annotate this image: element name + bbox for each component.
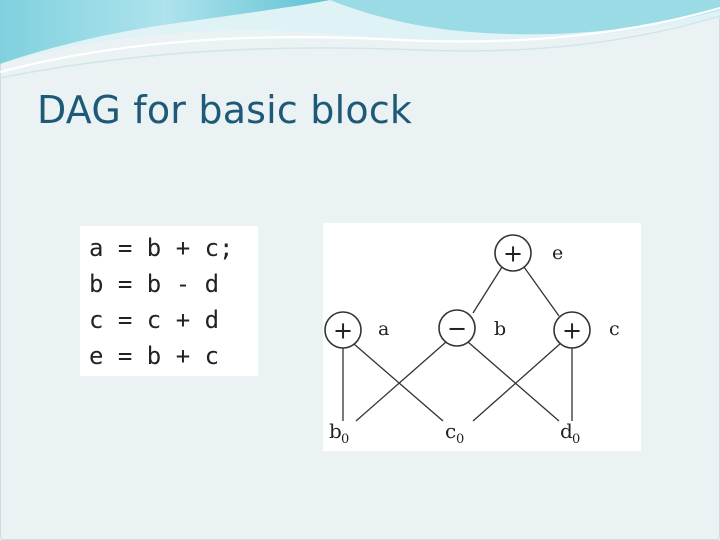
dag-graph: + e + a − b + c b 0 c 0	[324, 234, 620, 447]
dag-leaf-b0-name: b	[329, 419, 342, 443]
edge-root-right	[523, 266, 560, 317]
code-block: a = b + c; b = b - d c = c + d e = b + c	[80, 226, 258, 376]
code-line-2: b = b - d	[89, 270, 220, 298]
dag-node-root: + e	[494, 234, 563, 272]
dag-leaf-b0: b 0	[329, 419, 349, 447]
dag-node-right-op: +	[562, 317, 582, 345]
dag-node-root-op: +	[503, 240, 523, 268]
dag-leaf-d0-subscript: 0	[572, 432, 580, 447]
dag-node-right-label: c	[609, 318, 620, 340]
dag-node-middle-label: b	[494, 318, 506, 340]
dag-leaf-d0-name: d	[560, 419, 573, 443]
dag-leaf-c0-subscript: 0	[456, 432, 464, 447]
edge-middle-d0	[467, 341, 560, 422]
slide-title: DAG for basic block	[37, 88, 413, 132]
edge-left-c0	[353, 343, 444, 422]
dag-node-left-label: a	[378, 318, 389, 340]
code-line-1: a = b + c;	[89, 234, 234, 262]
dag-leaf-b0-subscript: 0	[341, 432, 349, 447]
dag-node-right: + c	[553, 311, 620, 349]
edge-middle-b0	[355, 341, 447, 422]
dag-diagram: + e + a − b + c b 0 c 0	[323, 223, 641, 451]
dag-leaf-c0-name: c	[445, 419, 456, 443]
dag-leaf-d0: d 0	[560, 419, 580, 447]
code-line-4: e = b + c	[89, 342, 220, 370]
dag-node-left: + a	[324, 311, 389, 349]
dag-leaf-c0: c 0	[445, 419, 464, 447]
edge-root-left	[472, 266, 503, 314]
code-line-3: c = c + d	[89, 306, 220, 334]
dag-node-left-op: +	[333, 317, 353, 345]
dag-node-root-label: e	[552, 242, 563, 264]
header-swoosh-decoration	[0, 0, 720, 79]
dag-node-middle-op: −	[447, 315, 467, 343]
edge-right-c0	[472, 342, 562, 422]
dag-node-middle: − b	[438, 309, 506, 347]
